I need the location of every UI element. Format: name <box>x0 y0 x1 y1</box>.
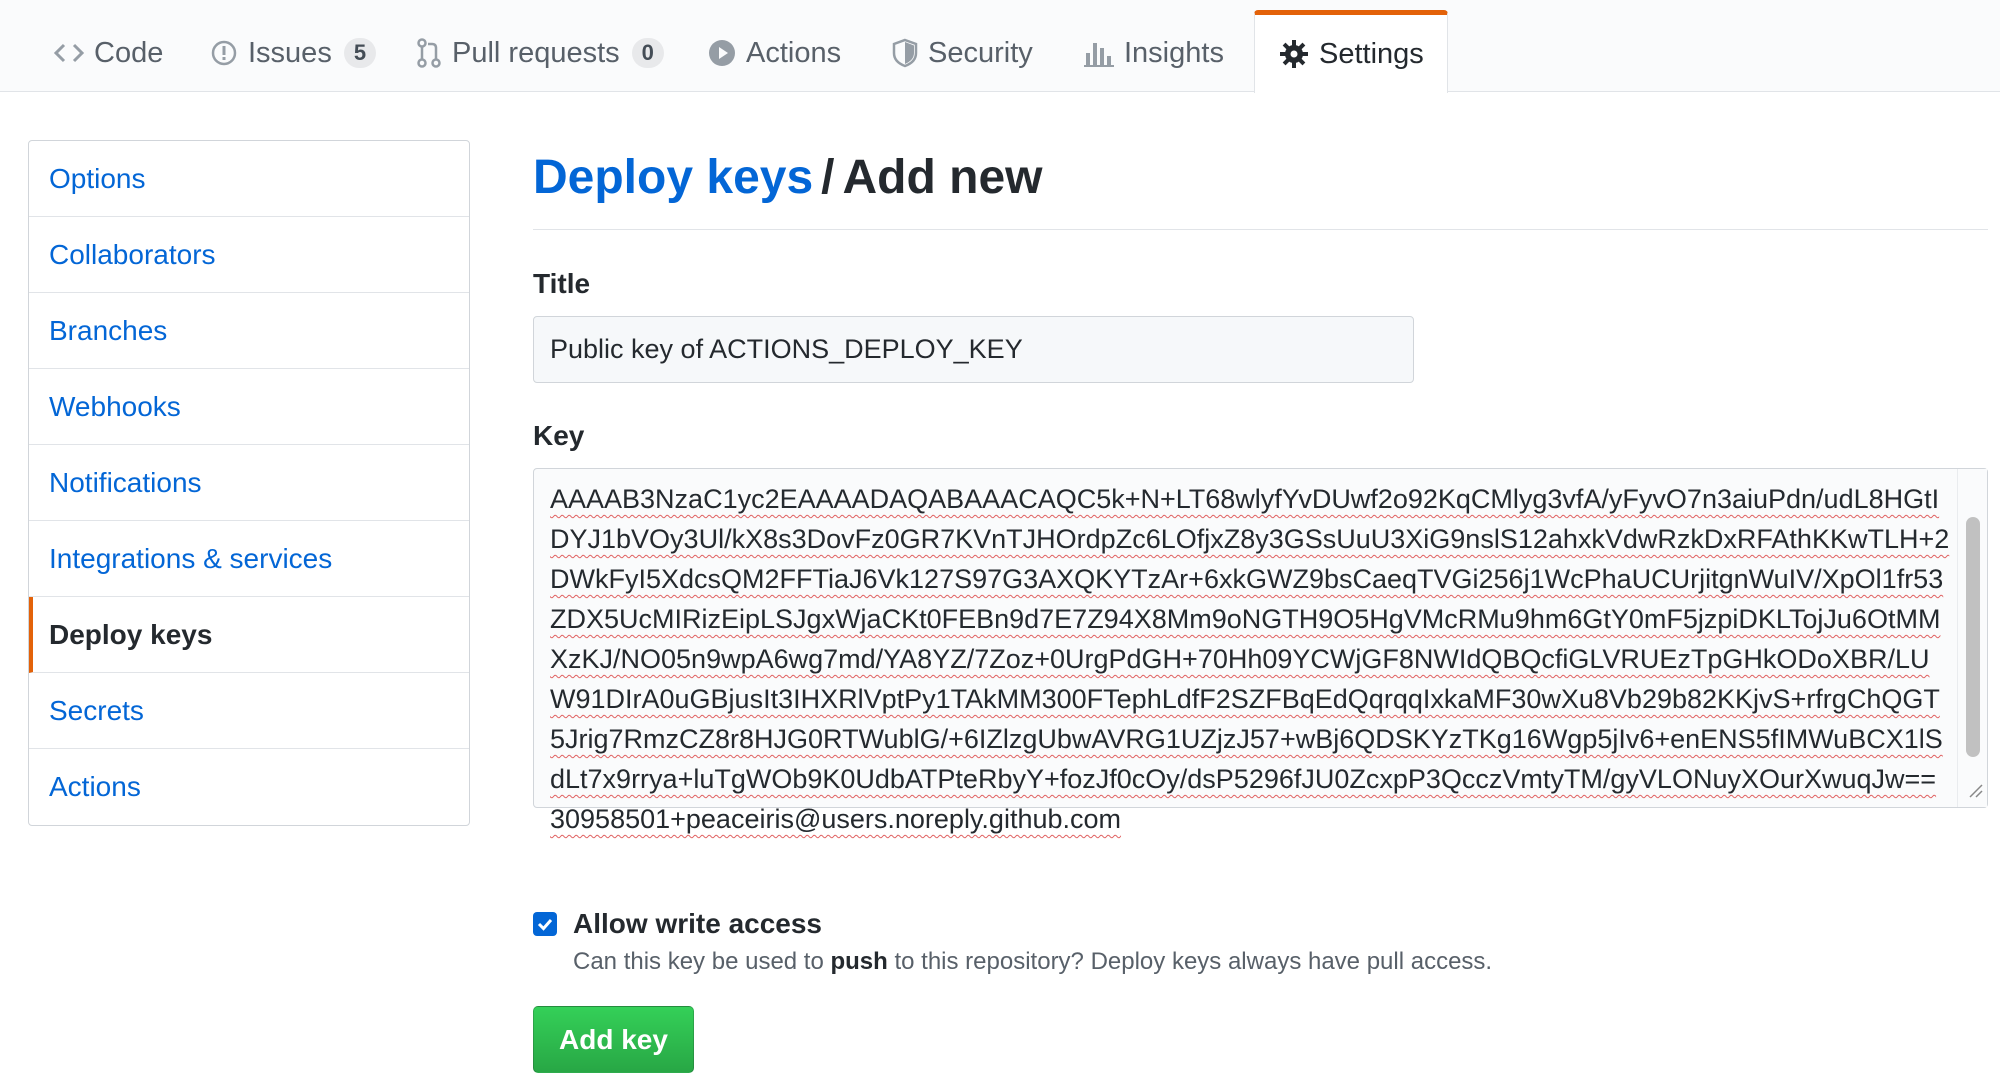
issue-icon <box>210 39 238 67</box>
tab-label: Insights <box>1124 36 1224 69</box>
resize-grip-icon[interactable] <box>1967 782 1983 803</box>
allow-write-label[interactable]: Allow write access <box>573 908 823 939</box>
key-label: Key <box>533 420 585 451</box>
sidebar-item-deploy-keys[interactable]: Deploy keys <box>29 597 469 673</box>
tab-pull-requests[interactable]: Pull requests 0 <box>392 14 688 92</box>
breadcrumb-deploy-keys-link[interactable]: Deploy keys <box>533 151 814 204</box>
tab-settings[interactable]: Settings <box>1254 10 1448 93</box>
repo-nav: Code Issues 5 Pull requests 0 Actions Se… <box>0 0 2000 93</box>
tab-label: Pull requests <box>452 36 620 69</box>
allow-write-checkbox[interactable] <box>533 912 557 936</box>
settings-sidebar: Options Collaborators Branches Webhooks … <box>28 140 470 826</box>
breadcrumb-current: Add new <box>842 151 1043 204</box>
pull-request-icon <box>416 38 442 68</box>
sidebar-item-actions[interactable]: Actions <box>49 771 141 802</box>
title-label: Title <box>533 268 591 299</box>
key-textarea[interactable]: AAAAB3NzaC1yc2EAAAADAQABAAACAQC5k+N+LT68… <box>533 468 1988 834</box>
note-bold: push <box>830 948 888 975</box>
scrollbar-thumb[interactable] <box>1966 517 1980 757</box>
tab-label: Code <box>94 36 164 69</box>
pull-requests-count: 0 <box>631 38 664 68</box>
sidebar-item-secrets[interactable]: Secrets <box>29 673 469 749</box>
tab-label: Security <box>928 36 1033 69</box>
key-textarea-scrollbar[interactable] <box>1957 469 1987 807</box>
tab-security[interactable]: Security <box>868 14 1057 92</box>
allow-write-note: Can this key be used to push to this rep… <box>573 948 1492 976</box>
note-suffix: to this repository? Deploy keys always h… <box>887 948 1493 975</box>
allow-write-row: Allow write access <box>533 908 822 940</box>
key-textarea-content: AAAAB3NzaC1yc2EAAAADAQABAAACAQC5k+N+LT68… <box>550 484 1950 834</box>
issues-count: 5 <box>343 38 377 68</box>
main-content: Deploy keys/Add new Title Key AAAAB3NzaC… <box>533 140 1988 1073</box>
tab-label: Actions <box>746 36 842 69</box>
shield-icon <box>892 38 918 68</box>
play-icon <box>708 39 736 67</box>
code-icon <box>53 42 85 64</box>
tab-issues[interactable]: Issues 5 <box>186 14 400 92</box>
tab-label: Settings <box>1319 37 1424 70</box>
add-key-button[interactable]: Add key <box>533 1006 694 1073</box>
sidebar-item-integrations[interactable]: Integrations & services <box>29 521 469 597</box>
page-title: Deploy keys/Add new <box>533 140 1988 230</box>
gear-icon <box>1279 39 1309 69</box>
tab-label: Issues <box>248 36 332 69</box>
note-prefix: Can this key be used to <box>573 948 831 975</box>
sidebar-item-notifications[interactable]: Notifications <box>29 445 469 521</box>
sidebar-item-collaborators[interactable]: Collaborators <box>29 217 469 293</box>
graph-icon <box>1084 39 1114 67</box>
breadcrumb-separator: / <box>821 151 835 204</box>
tab-code[interactable]: Code <box>30 14 187 92</box>
title-input[interactable] <box>533 316 1414 383</box>
tab-actions[interactable]: Actions <box>684 14 865 92</box>
sidebar-item-branches[interactable]: Branches <box>29 293 469 369</box>
sidebar-item-webhooks[interactable]: Webhooks <box>29 369 469 445</box>
checkmark-icon <box>537 919 553 931</box>
tab-insights[interactable]: Insights <box>1060 14 1248 92</box>
sidebar-item-options[interactable]: Options <box>29 141 469 217</box>
